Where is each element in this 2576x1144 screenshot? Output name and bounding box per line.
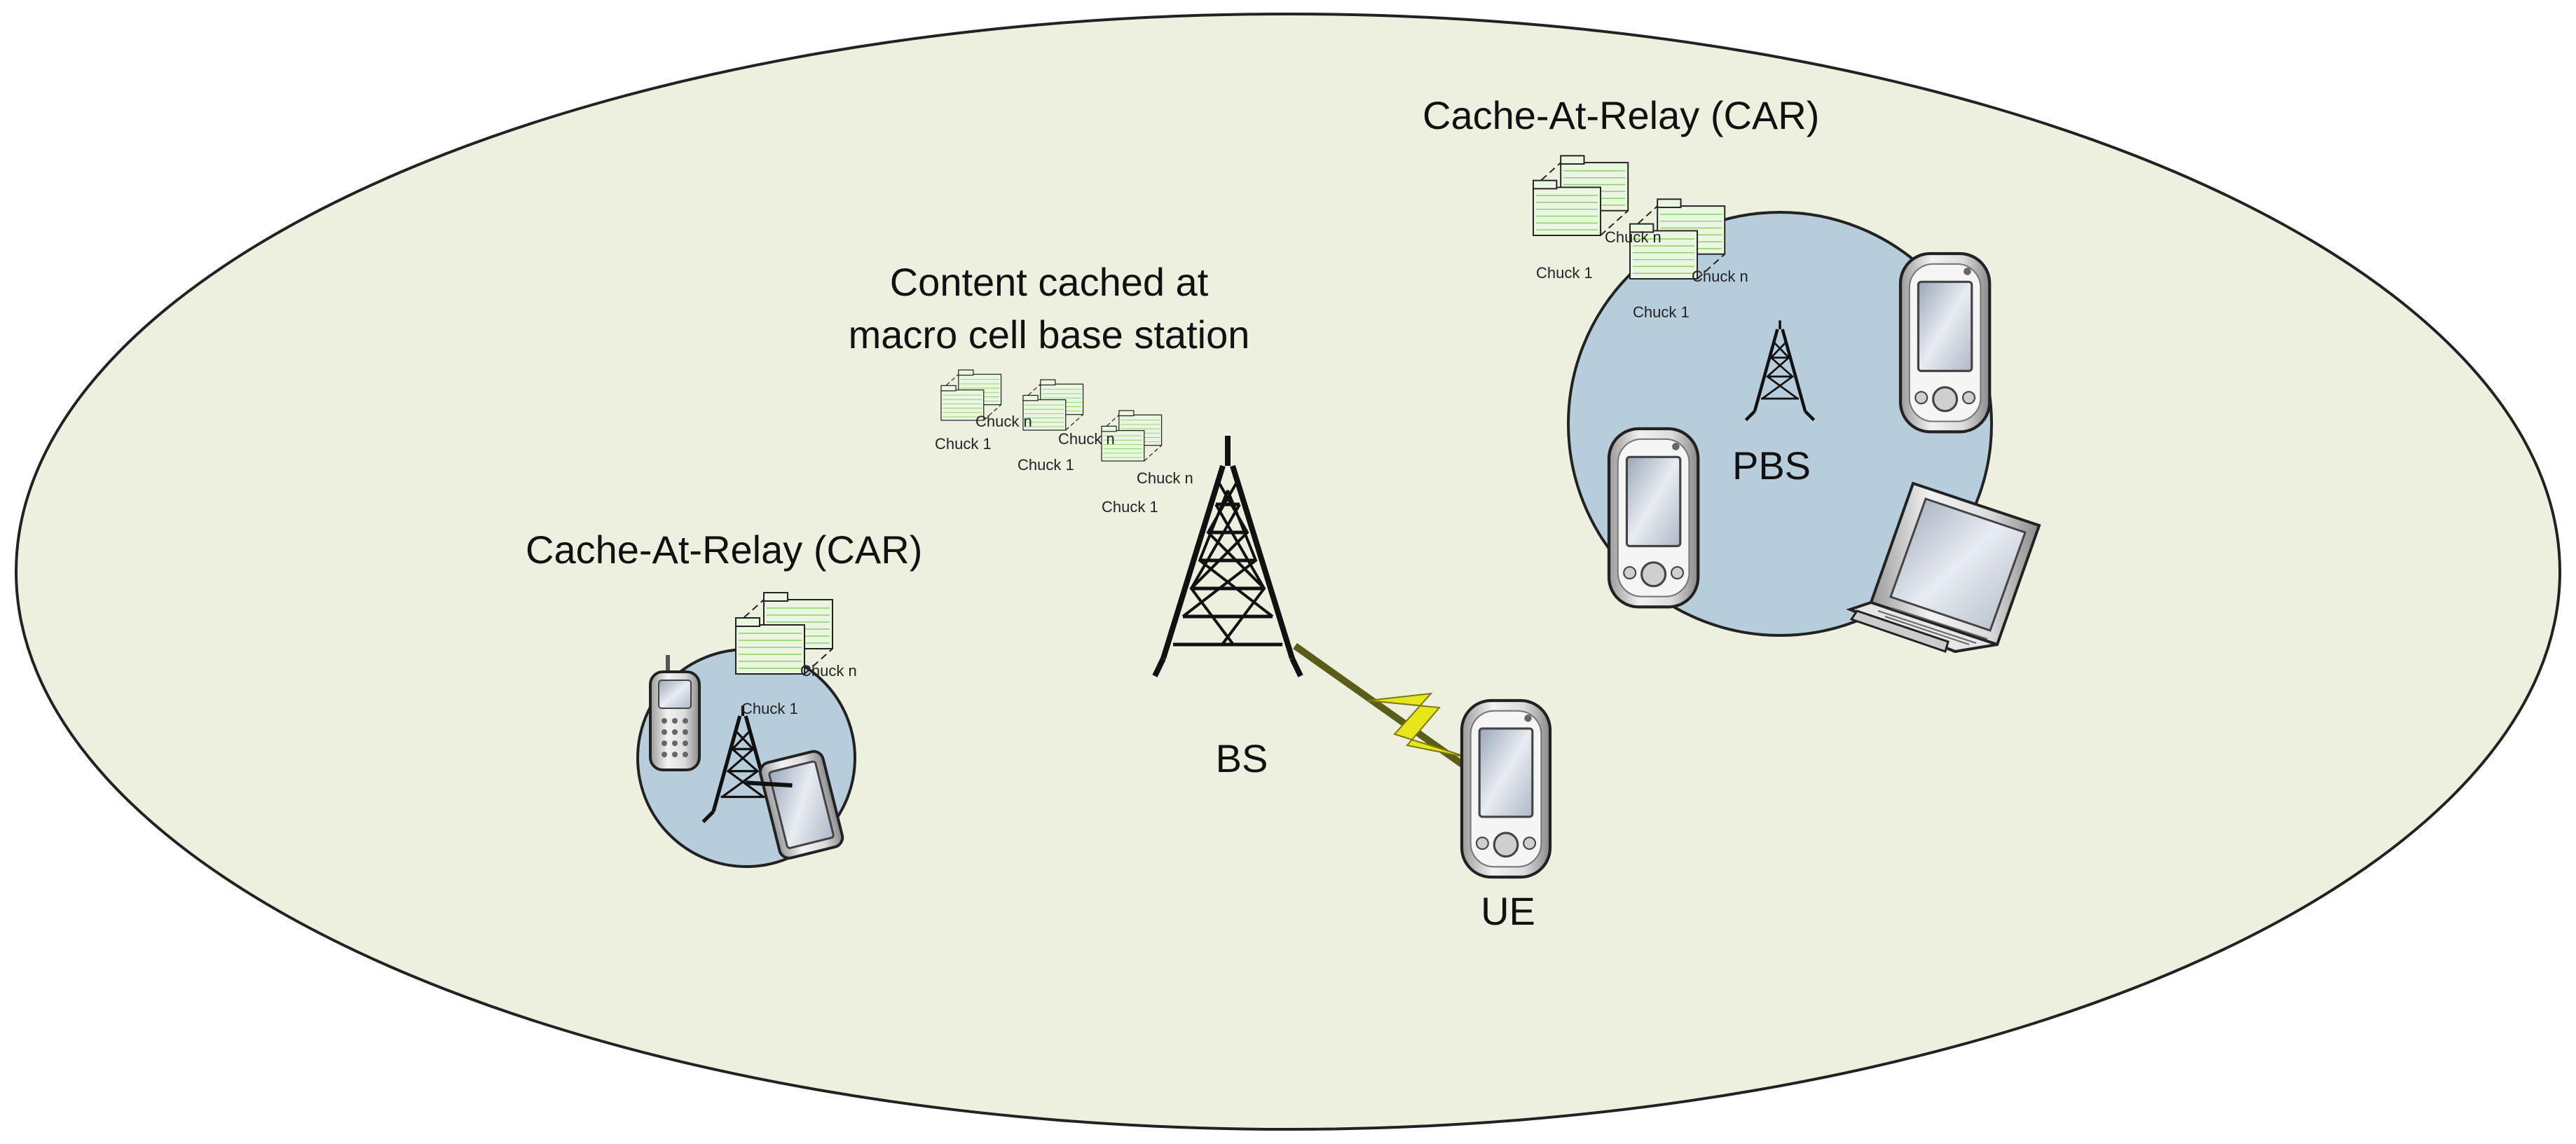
chunk-first-label: Chuck 1 (741, 700, 798, 717)
content-cached-label-line1: Content cached at (889, 260, 1209, 304)
ue-device-icon (1462, 701, 1550, 877)
car-right-label: Cache-At-Relay (CAR) (1423, 93, 1820, 137)
chunk-last-label: Chuck n (1692, 268, 1748, 285)
macro-bs-tower-icon (1152, 436, 1303, 677)
pda-device-icon (1609, 429, 1698, 607)
ue-label: UE (1481, 889, 1535, 933)
chunk-first-label: Chuck 1 (935, 435, 992, 453)
chunk-last-label: Chuck n (800, 662, 857, 680)
bs-label: BS (1215, 736, 1268, 780)
pda-device-icon (1900, 254, 1989, 432)
mobile-phone-icon (649, 655, 701, 771)
chunk-first-label: Chuck 1 (1102, 498, 1158, 516)
laptop-icon (1846, 481, 2041, 654)
tablet-icon (745, 750, 844, 860)
chunk-first-label: Chuck 1 (1018, 456, 1074, 474)
chunk-first-label: Chuck 1 (1536, 264, 1593, 282)
car-left-label: Cache-At-Relay (CAR) (526, 528, 923, 572)
chunk-last-label: Chuck n (975, 413, 1032, 430)
pbs-label: PBS (1732, 443, 1811, 488)
chunk-first-label: Chuck 1 (1633, 303, 1690, 321)
chunk-last-label: Chuck n (1605, 228, 1662, 246)
macro-cell-area (15, 13, 2561, 1131)
content-cached-label-line2: macro cell base station (848, 312, 1250, 357)
chunk-last-label: Chuck n (1058, 430, 1115, 448)
chunk-last-label: Chuck n (1137, 469, 1193, 487)
